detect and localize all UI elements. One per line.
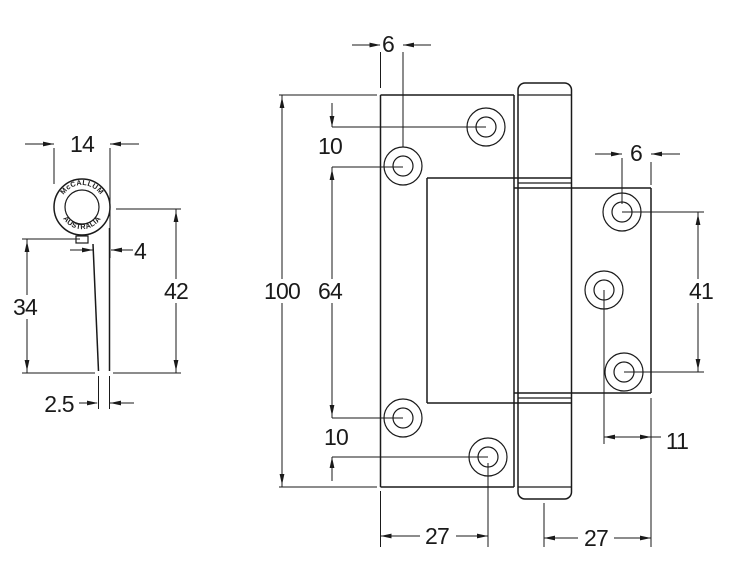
knuckle-barrel [517, 82, 573, 500]
svg-text:42: 42 [164, 278, 188, 304]
svg-text:27: 27 [584, 525, 608, 551]
svg-text:34: 34 [13, 294, 38, 320]
dim-top-hole-spacing: 10 [318, 103, 486, 159]
front-view: 6 10 64 100 [260, 31, 719, 551]
svg-text:100: 100 [264, 278, 300, 304]
dim-left-hole-span: 64 [312, 166, 403, 419]
dim-right-hole-offset: 11 [603, 290, 689, 547]
svg-text:10: 10 [318, 133, 342, 159]
svg-text:10: 10 [324, 424, 348, 450]
svg-text:6: 6 [382, 31, 394, 57]
brand-text-bottom: AUSTRALIA [61, 214, 102, 231]
right-leaf-holes [584, 192, 644, 392]
left-leaf-outline [379, 94, 515, 488]
dim-hinge-height: 100 [260, 94, 377, 488]
right-leaf-outline [514, 187, 652, 394]
dim-leaf-length-from-knuckle: 34 [7, 238, 80, 373]
dim-bottom-hole-spacing: 10 [324, 424, 488, 481]
svg-text:6: 6 [630, 140, 642, 166]
knuckle-inner-circle [64, 189, 100, 225]
svg-text:4: 4 [134, 238, 147, 264]
dim-left-leaf-width: 27 [380, 463, 489, 549]
left-leaf-cutout [426, 177, 572, 404]
side-view: McCALLUM AUSTRALIA 14 4 [7, 131, 194, 417]
svg-text:14: 14 [70, 131, 95, 157]
leaf-inner-face [92, 243, 100, 372]
dim-leaf-bottom-thickness: 2.5 [44, 376, 134, 417]
left-leaf-holes [383, 107, 508, 477]
dim-leaf-length-from-pin: 42 [116, 208, 194, 373]
brand-text-top: McCALLUM [58, 178, 106, 196]
dim-right-leaf-width: 27 [543, 503, 651, 551]
dim-knuckle-diameter: 14 [25, 131, 139, 258]
svg-text:27: 27 [425, 523, 449, 549]
dim-leaf-top-thickness: 4 [70, 238, 148, 264]
svg-text:64: 64 [318, 278, 343, 304]
dim-right-hole-edge-offset: 6 [595, 140, 680, 204]
svg-text:2.5: 2.5 [44, 391, 74, 417]
dim-top-hole-edge-offset: 6 [352, 31, 431, 147]
dim-right-hole-span: 41 [622, 211, 719, 373]
svg-text:11: 11 [666, 428, 688, 454]
svg-text:41: 41 [689, 278, 713, 304]
